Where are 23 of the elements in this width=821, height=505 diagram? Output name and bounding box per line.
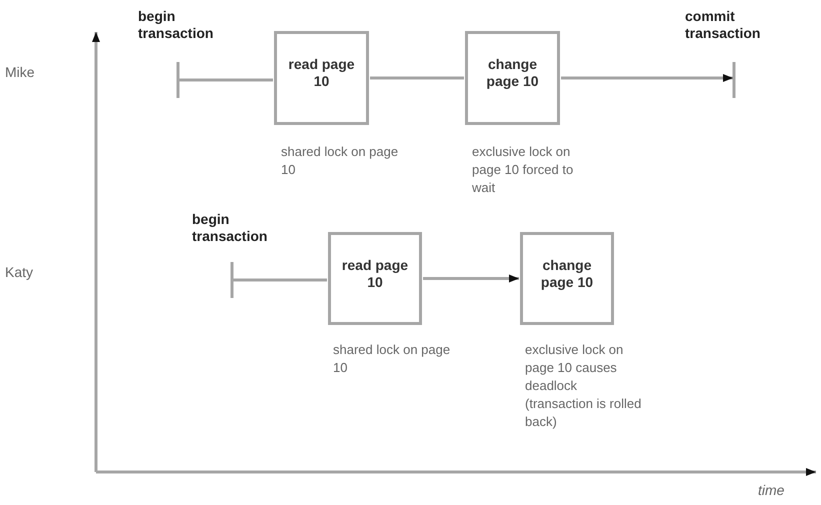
step-box <box>274 31 369 125</box>
connector-line <box>179 78 273 82</box>
lock-note: shared lock on page 10 <box>333 341 452 377</box>
event-label: begin transaction <box>138 8 214 42</box>
lock-note: shared lock on page 10 <box>281 143 400 179</box>
connector-line <box>233 278 327 282</box>
connector-line <box>370 76 464 80</box>
lane-label: Mike <box>5 64 35 80</box>
axis-label: time <box>758 482 784 498</box>
lock-note: exclusive lock on page 10 causes deadlock (transaction is rolled back) <box>525 341 642 431</box>
step-box <box>520 232 614 325</box>
event-label: commit transaction <box>685 8 762 42</box>
lock-note: exclusive lock on page 10 forced to wait <box>472 143 574 197</box>
step-label: change page 10 <box>540 257 594 291</box>
lane-label: Katy <box>5 264 34 280</box>
step-label: read page 10 <box>340 257 410 291</box>
step-label: read page 10 <box>287 56 356 90</box>
event-label: begin transaction <box>192 211 268 245</box>
step-label: change page 10 <box>485 56 540 90</box>
arrow <box>561 74 733 82</box>
step-box <box>465 31 560 125</box>
step-box <box>328 232 422 325</box>
arrow <box>423 274 519 282</box>
